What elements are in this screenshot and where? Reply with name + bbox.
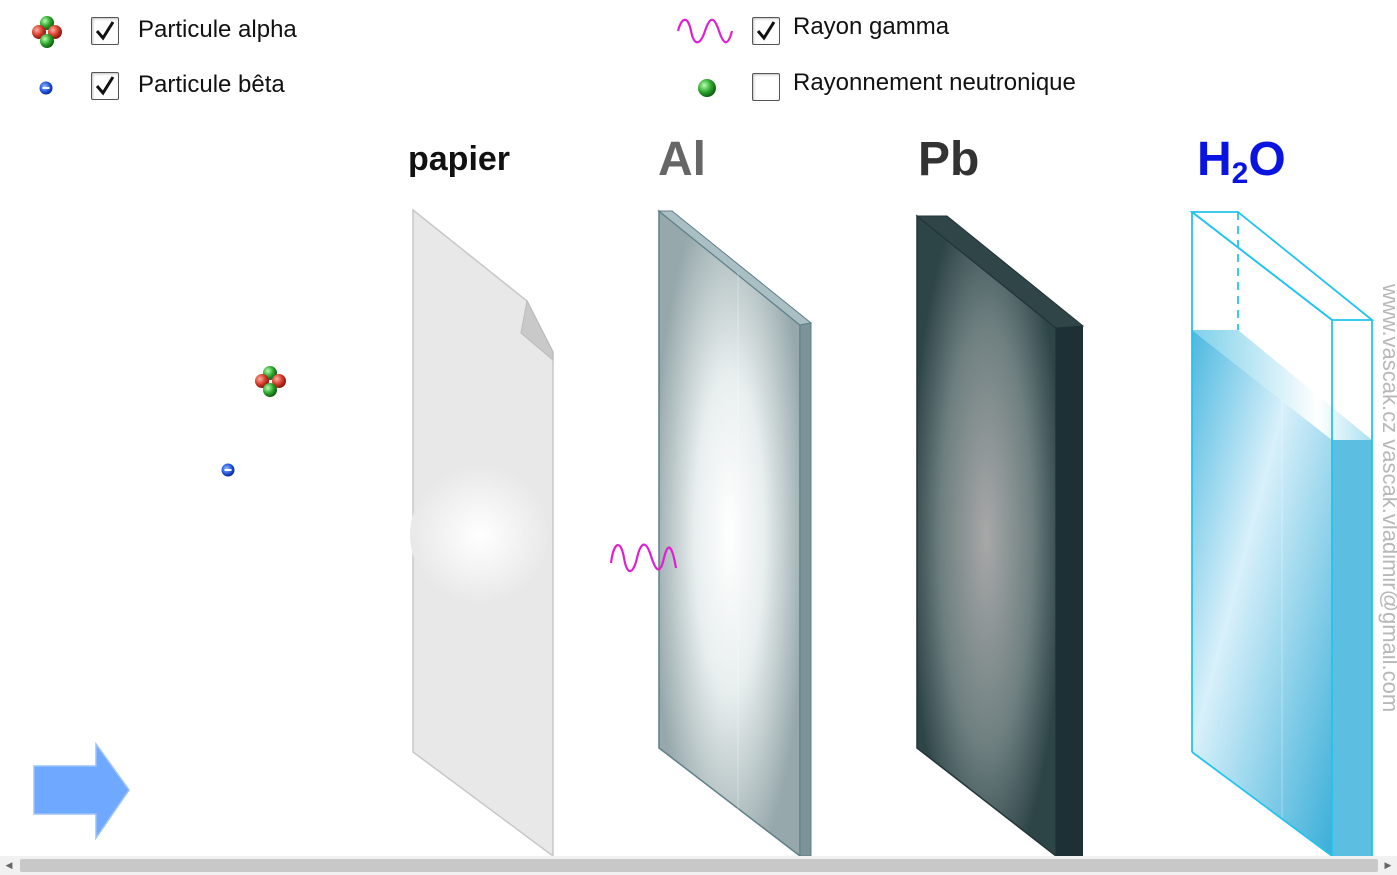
scroll-right-icon[interactable]: ▶ xyxy=(1384,860,1392,870)
check-icon xyxy=(756,21,776,41)
material-scene xyxy=(221,208,1375,856)
water-title-o: O xyxy=(1248,133,1286,186)
aluminium-title: Al xyxy=(658,133,706,186)
aluminium-plate xyxy=(657,209,813,856)
alpha-particle-icon xyxy=(32,16,62,48)
gamma-checkbox[interactable] xyxy=(752,17,780,45)
scroll-left-icon[interactable]: ◀ xyxy=(5,860,13,870)
water-title-h: H xyxy=(1197,133,1232,186)
alpha-label: Particule alpha xyxy=(138,16,297,43)
neutron-label: Rayonnement neutronique xyxy=(793,69,1076,96)
play-arrow-icon[interactable] xyxy=(32,742,132,840)
neutron-icon xyxy=(698,79,716,97)
alpha-checkbox[interactable] xyxy=(91,17,119,45)
alpha-particle xyxy=(255,366,286,397)
lead-plate xyxy=(915,214,1085,856)
scroll-thumb[interactable] xyxy=(20,859,1378,872)
horizontal-scrollbar[interactable]: ◀ ▶ xyxy=(0,856,1397,875)
watermark: www.vascak.cz vascak.vladimir@gmail.com xyxy=(1378,284,1397,713)
check-icon xyxy=(95,21,115,41)
water-title: H2O xyxy=(1197,132,1286,190)
water-tank xyxy=(1189,211,1375,856)
paper-sheet xyxy=(410,208,554,856)
beta-particle-icon xyxy=(39,81,53,95)
water-title-sub: 2 xyxy=(1231,157,1249,190)
beta-particle xyxy=(221,463,235,477)
gamma-wave-icon xyxy=(676,18,734,44)
lead-title: Pb xyxy=(918,133,980,186)
beta-checkbox[interactable] xyxy=(91,72,119,100)
gamma-ray xyxy=(609,543,678,573)
neutron-checkbox[interactable] xyxy=(752,73,780,101)
paper-title: papier xyxy=(408,140,511,178)
check-icon xyxy=(95,76,115,96)
beta-label: Particule bêta xyxy=(138,71,285,98)
gamma-label: Rayon gamma xyxy=(793,13,950,40)
